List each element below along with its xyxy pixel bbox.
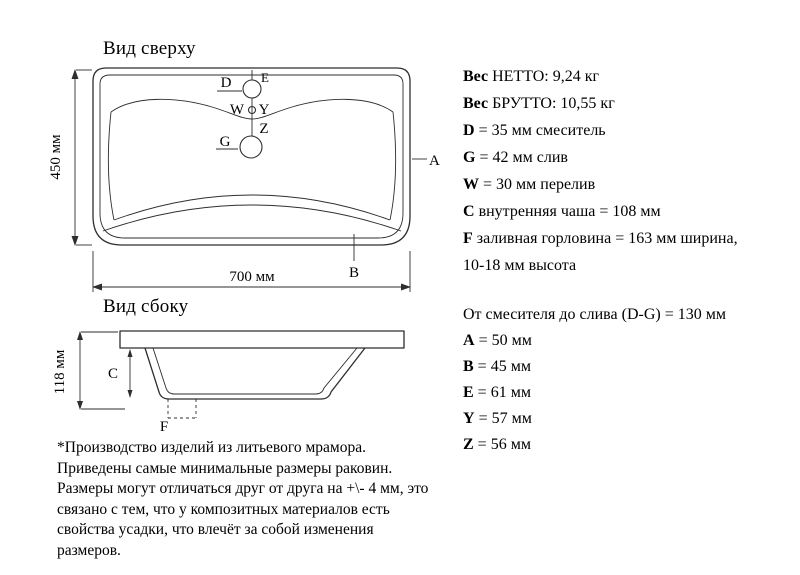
- spec-brutto: Вес БРУТТО: 10,55 кг: [463, 95, 615, 112]
- spec-a: A = 50 мм: [463, 332, 532, 349]
- label-e: E: [261, 70, 269, 85]
- spec-dg-distance: От смесителя до слива (D-G) = 130 мм: [463, 306, 726, 323]
- label-d: D: [221, 75, 232, 91]
- sink-outer-outline: [92, 67, 411, 246]
- label-w: W: [230, 102, 245, 118]
- spec-b: B = 45 мм: [463, 358, 531, 375]
- spec-w-overflow: W = 30 мм перелив: [463, 176, 596, 193]
- side-height-dimension: 118 мм: [52, 331, 125, 410]
- side-view-title: Вид сбоку: [103, 296, 189, 317]
- spec-y: Y = 57 мм: [463, 410, 532, 427]
- bowl-depth-marker: [127, 349, 133, 398]
- basin-left-wall: [107, 111, 115, 221]
- top-view-title: Вид сверху: [103, 38, 196, 59]
- basin-front-arc-outer: [102, 204, 402, 232]
- height-dimension: 450 мм: [48, 69, 92, 246]
- specs-secondary-list: От смесителя до слива (D-G) = 130 мм A =…: [463, 302, 798, 458]
- label-b: B: [349, 265, 359, 281]
- spec-f-neck-height: 10-18 мм высота: [463, 257, 577, 274]
- bowl-inner-outline: [152, 347, 358, 395]
- width-dimension: 700 мм: [92, 251, 411, 292]
- basin-front-arc-inner: [113, 194, 391, 221]
- label-c: C: [108, 366, 118, 382]
- faucet-hole-circle: [242, 79, 262, 99]
- label-f: F: [160, 419, 168, 435]
- sink-inner-outline: [99, 74, 404, 239]
- spec-z: Z = 56 мм: [463, 436, 531, 453]
- label-y: Y: [259, 102, 270, 118]
- spec-e: E = 61 мм: [463, 384, 531, 401]
- spec-netto: Вес НЕТТО: 9,24 кг: [463, 68, 600, 85]
- footnote: *Производство изделий из литьевого мрамо…: [57, 439, 429, 559]
- side-view-drawing: F C 118 мм: [52, 330, 405, 435]
- label-z: Z: [259, 121, 268, 137]
- width-dim-label: 700 мм: [229, 269, 275, 285]
- overflow-circle: [247, 105, 257, 115]
- deck-outline: [119, 330, 405, 349]
- filling-neck-dashed: [167, 399, 197, 419]
- drain-circle: [239, 135, 263, 159]
- height-dim-label: 450 мм: [48, 134, 64, 180]
- side-height-dim-label: 118 мм: [52, 349, 68, 394]
- specs-primary-list: Вес НЕТТО: 9,24 кг Вес БРУТТО: 10,55 кг …: [463, 63, 798, 279]
- label-g: G: [220, 134, 231, 150]
- spec-f-neck: F заливная горловина = 163 мм ширина,: [463, 230, 738, 247]
- label-a: A: [429, 153, 440, 169]
- spec-d-faucet: D = 35 мм смеситель: [463, 122, 606, 139]
- spec-c-bowl: C внутренняя чаша = 108 мм: [463, 203, 661, 220]
- top-view-drawing: D E W Y Z G A B 450 мм 700 мм: [48, 67, 440, 292]
- spec-g-drain: G = 42 мм слив: [463, 149, 568, 166]
- basin-right-wall: [389, 111, 397, 221]
- bowl-outer-outline: [144, 347, 366, 400]
